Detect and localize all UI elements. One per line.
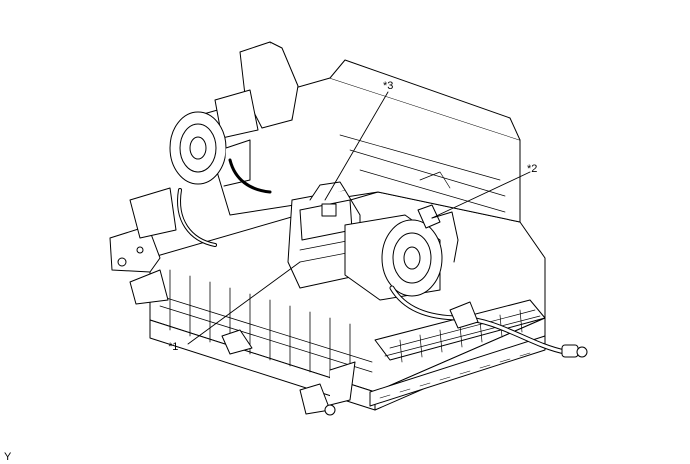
callout-1: *1	[168, 341, 179, 353]
left-mount	[109, 187, 177, 305]
leader-line-1	[187, 261, 301, 345]
callout-3: *3	[383, 80, 394, 92]
hoses	[177, 158, 272, 247]
battery-pack	[149, 191, 546, 411]
leader-line-3	[324, 91, 389, 201]
leader-lines	[187, 91, 531, 345]
top-bracket	[214, 41, 299, 139]
feet	[221, 329, 356, 416]
blower-fan	[169, 111, 251, 187]
right-blower	[344, 204, 459, 301]
callout-2: *2	[527, 163, 538, 175]
figure-code: Y	[4, 451, 12, 463]
leader-line-2	[431, 171, 531, 219]
power-cable	[389, 285, 588, 358]
